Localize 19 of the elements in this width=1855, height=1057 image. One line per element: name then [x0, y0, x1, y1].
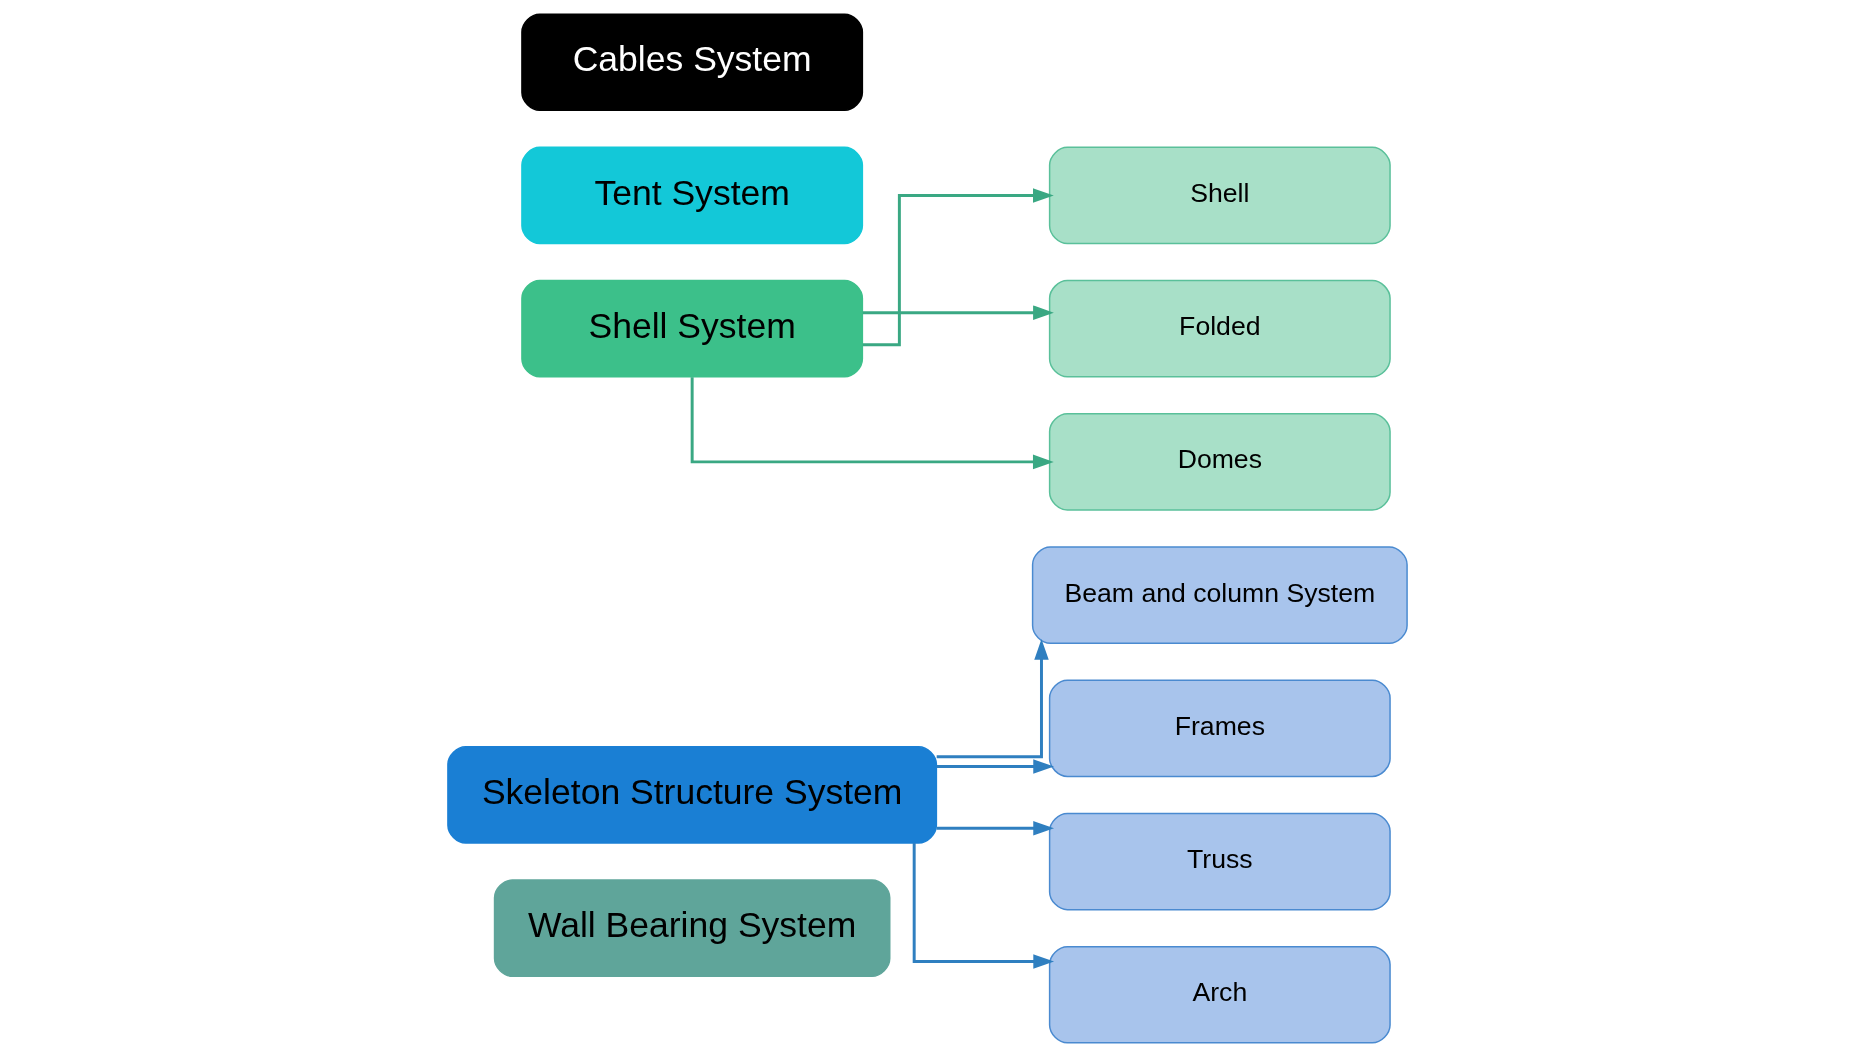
node-box: Wall Bearing System	[493, 879, 891, 977]
node-box: Beam and column System	[1031, 546, 1408, 644]
node-box: Frames	[1048, 679, 1391, 778]
node-box: Shell	[1048, 146, 1391, 245]
node-box: Shell System	[521, 279, 864, 378]
arrow	[862, 305, 1054, 320]
node-box: Cables System	[521, 13, 864, 112]
arrow	[936, 820, 1055, 836]
node-box: Truss	[1048, 812, 1391, 911]
arrow	[690, 377, 1054, 470]
arrow	[912, 843, 1055, 969]
node-box: Folded	[1048, 279, 1391, 378]
arrow	[862, 188, 1054, 347]
node-box: Tent System	[521, 146, 864, 245]
node-box: Arch	[1048, 945, 1391, 1044]
arrow	[936, 639, 1049, 759]
node-box: Skeleton Structure System	[447, 746, 938, 844]
arrow	[936, 759, 1055, 774]
node-box: Domes	[1048, 413, 1391, 511]
